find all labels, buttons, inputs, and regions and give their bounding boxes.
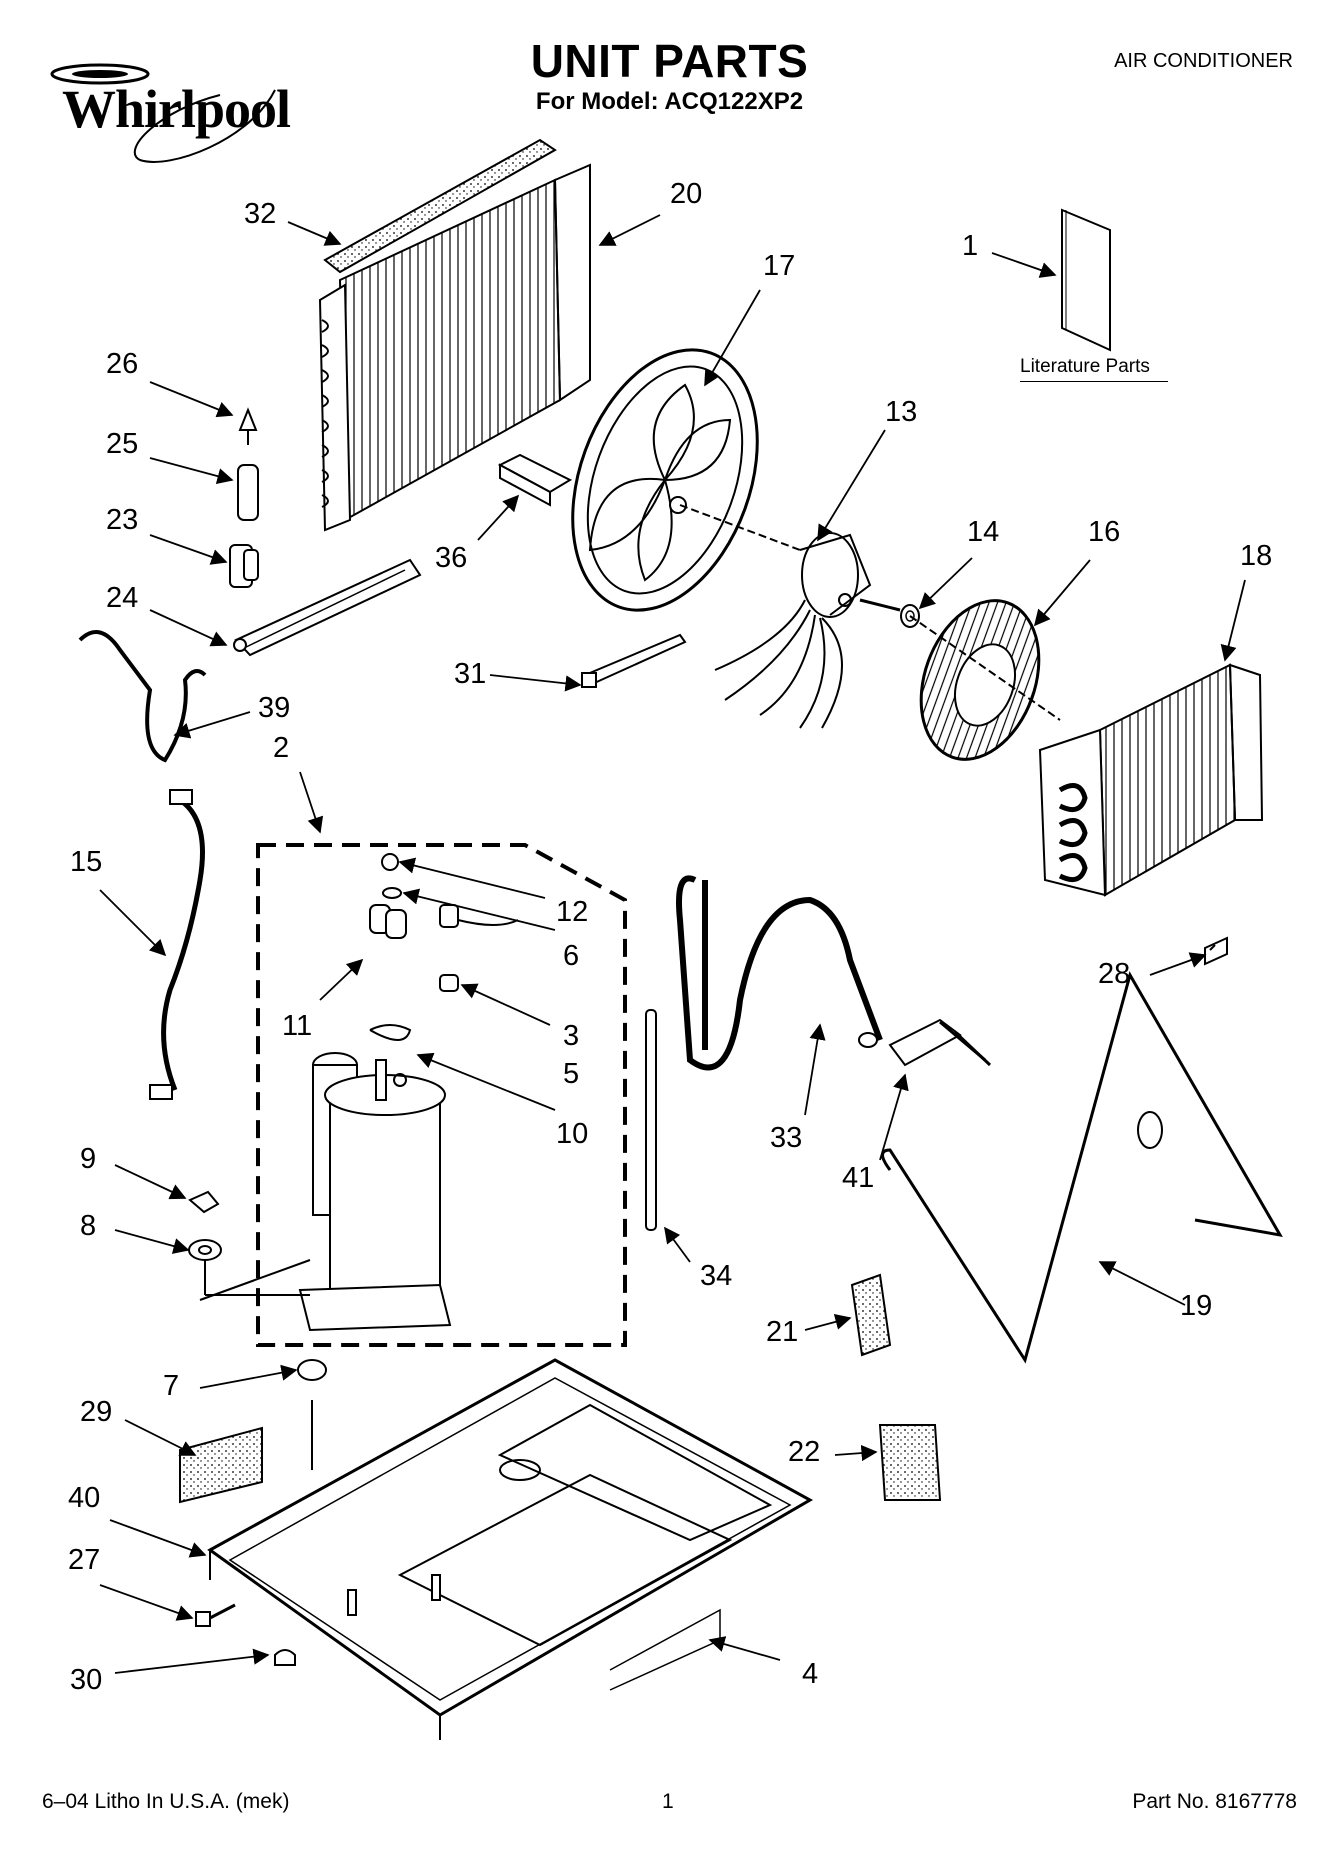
callout-9: 9 [80, 1143, 97, 1175]
callout-1: 1 [962, 230, 979, 262]
part-34-rod [645, 1009, 657, 1231]
part-4-lower-panel [609, 1608, 721, 1691]
callout-20: 20 [670, 178, 703, 210]
part-9-clip [188, 1190, 220, 1214]
callout-24: 24 [106, 582, 139, 614]
part-21-foam [850, 1273, 892, 1357]
part-23-valve [229, 544, 259, 588]
callout-39: 39 [258, 692, 291, 724]
callout-29: 29 [80, 1396, 113, 1428]
callout-7: 7 [163, 1370, 180, 1402]
callout-32: 32 [244, 198, 277, 230]
callout-22: 22 [788, 1436, 821, 1468]
part-22-foam [878, 1424, 942, 1501]
page-title: UNIT PARTS [530, 35, 809, 87]
part-32-seal-strip [323, 138, 557, 274]
callout-25: 25 [106, 428, 139, 460]
callout-12: 12 [556, 896, 589, 928]
footer-part-number: Part No. 8167778 [1132, 1790, 1297, 1813]
part-24-drain-tube [233, 558, 422, 657]
callout-13: 13 [885, 396, 918, 428]
part-1-literature [1061, 208, 1111, 352]
part-27-screw [195, 1603, 236, 1627]
whirlpool-logo [50, 63, 276, 163]
callout-3: 3 [563, 1020, 580, 1052]
callout-34: 34 [700, 1260, 733, 1292]
callout-8: 8 [80, 1210, 97, 1242]
part-26-cap [238, 407, 258, 445]
callout-leaders [99, 214, 1246, 1674]
callout-10: 10 [556, 1118, 589, 1150]
footer-page-number: 1 [662, 1790, 674, 1813]
part-40-base-pan [207, 1358, 814, 1740]
literature-underline [1020, 381, 1168, 382]
part-15-wire-harness [149, 789, 205, 1100]
part-39-rod [78, 630, 207, 763]
callout-19: 19 [1180, 1290, 1213, 1322]
part-18-evaporator-coil [1038, 663, 1264, 897]
part-28-bracket [1204, 936, 1228, 966]
callout-5: 5 [563, 1058, 580, 1090]
callout-31: 31 [454, 658, 487, 690]
category-label: AIR CONDITIONER [1114, 50, 1293, 72]
part-33-tubing [676, 875, 883, 1071]
callout-17: 17 [763, 250, 796, 282]
callout-6: 6 [563, 940, 580, 972]
callout-41: 41 [842, 1162, 875, 1194]
callout-14: 14 [967, 516, 1000, 548]
callout-18: 18 [1240, 540, 1273, 572]
callout-27: 27 [68, 1544, 101, 1576]
literature-parts-label: Literature Parts [1020, 356, 1150, 377]
callout-2: 2 [273, 732, 290, 764]
callout-33: 33 [770, 1122, 803, 1154]
part-16-blower-wheel [909, 599, 1061, 761]
callout-16: 16 [1088, 516, 1121, 548]
brand-logo-text: Whirlpool [62, 79, 291, 139]
callout-30: 30 [70, 1664, 103, 1696]
footer-print-info: 6–04 Litho In U.S.A. (mek) [42, 1790, 290, 1813]
part-30-clip [274, 1649, 296, 1666]
callout-36: 36 [435, 542, 468, 574]
model-line: For Model: ACQ122XP2 [535, 88, 804, 115]
part-25-tube [237, 464, 259, 521]
part-17-fan-shroud [571, 348, 759, 612]
part-41-manifold [888, 1018, 992, 1067]
callout-4: 4 [802, 1658, 819, 1690]
part-36-foam-block [497, 453, 573, 507]
callout-15: 15 [70, 846, 103, 878]
part-20-condenser-coil [318, 163, 591, 532]
callout-26: 26 [106, 348, 139, 380]
callout-21: 21 [766, 1316, 799, 1348]
callout-23: 23 [106, 504, 139, 536]
callout-11: 11 [282, 1010, 313, 1042]
callout-40: 40 [68, 1482, 101, 1514]
part-8-grommet [188, 1239, 310, 1296]
part-31-cable-tie [581, 633, 687, 688]
part-2-compressor-assembly [199, 843, 627, 1347]
callout-28: 28 [1098, 958, 1131, 990]
part-19-support-rod [881, 971, 1283, 1364]
part-29-foam [179, 1426, 263, 1504]
part-7-grommet [297, 1359, 327, 1470]
